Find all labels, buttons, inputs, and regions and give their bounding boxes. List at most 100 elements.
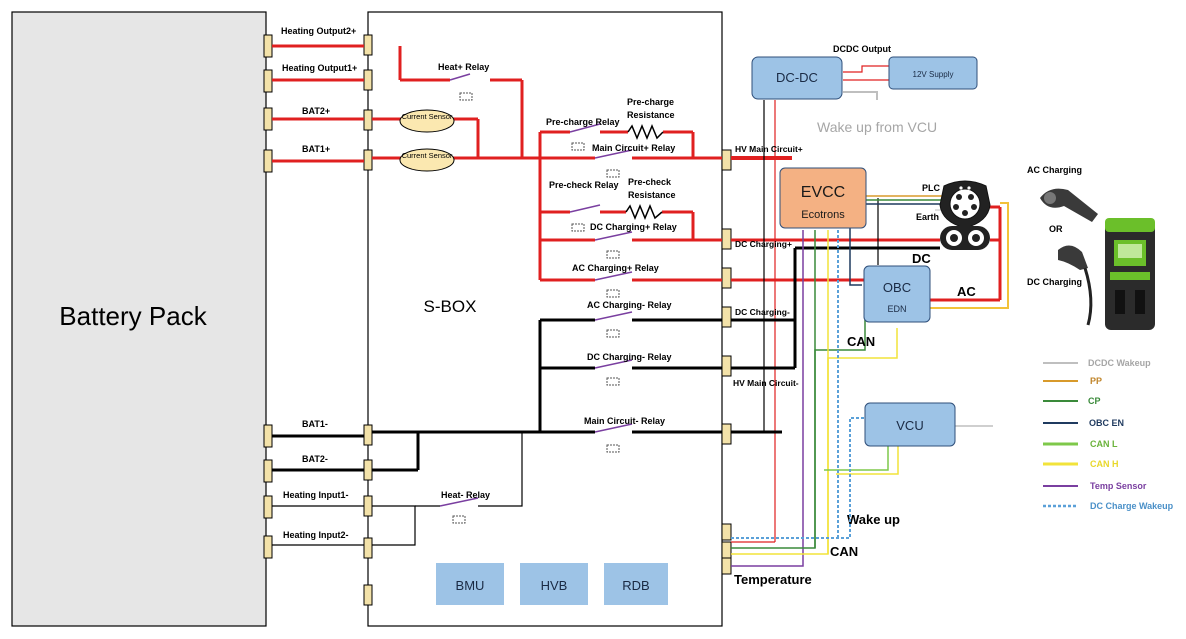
ac-charging-neg-relay-label: AC Charging- Relay xyxy=(587,300,672,310)
heating-output1-label: Heating Output1+ xyxy=(282,63,357,73)
terminal xyxy=(363,69,373,91)
legend-item: DC Charge Wakeup xyxy=(1090,501,1174,511)
dc-charger-station-icon xyxy=(1058,218,1155,330)
terminal xyxy=(721,423,732,445)
or-label: OR xyxy=(1049,224,1063,234)
terminal xyxy=(363,584,373,606)
dc-charging-neg-relay-label: DC Charging- Relay xyxy=(587,352,672,362)
terminal xyxy=(363,34,373,56)
wake-up-label: Wake up xyxy=(847,512,900,527)
supply-12v-label: 12V Supply xyxy=(913,70,954,79)
terminal xyxy=(721,355,732,377)
terminal xyxy=(263,424,273,448)
dc-label: DC xyxy=(912,251,931,266)
terminal xyxy=(721,541,732,559)
bmu-label: BMU xyxy=(456,578,485,593)
vcu-label: VCU xyxy=(896,418,923,433)
plc-label: PLC xyxy=(922,183,941,193)
terminal xyxy=(263,69,273,93)
obc-title: OBC xyxy=(883,280,911,295)
hvb-label: HVB xyxy=(541,578,568,593)
legend-item: CAN H xyxy=(1090,459,1119,469)
heating-input1-label: Heating Input1- xyxy=(283,490,349,500)
dc-charging-pos-label: DC Charging+ xyxy=(735,239,792,249)
terminal xyxy=(263,149,273,173)
hvb-block xyxy=(520,563,588,605)
ac-charging-gun-icon xyxy=(1040,188,1098,222)
legend-item: PP xyxy=(1090,376,1102,386)
obc-can-label: CAN xyxy=(847,334,875,349)
legend-item: OBC EN xyxy=(1089,418,1124,428)
hv-main-pos-label: HV Main Circuit+ xyxy=(735,144,803,154)
evcc-block xyxy=(779,167,867,229)
terminal xyxy=(263,459,273,483)
main-circuit-pos-relay-label: Main Circuit+ Relay xyxy=(592,143,675,153)
terminal xyxy=(721,523,732,541)
terminal xyxy=(363,424,373,446)
bat2-neg-label: BAT2- xyxy=(302,454,328,464)
terminal xyxy=(721,149,732,171)
legend-item: CP xyxy=(1088,396,1101,406)
dcdc-block xyxy=(751,56,843,100)
charge-inlet-icon xyxy=(939,180,991,250)
ac-charging-pos-relay-label: AC Charging+ Relay xyxy=(572,263,659,273)
current-sensor-bat1 xyxy=(399,148,455,172)
heat-neg-relay-label: Heat- Relay xyxy=(441,490,490,500)
terminal xyxy=(363,495,373,517)
sbox-label: S-BOX xyxy=(424,297,477,316)
terminal xyxy=(363,109,373,131)
bmu-block xyxy=(436,563,504,605)
precheck-relay-label: Pre-check Relay xyxy=(549,180,619,190)
current-sensor-label: Current Sensor xyxy=(402,112,453,121)
dcdc-label: DC-DC xyxy=(776,70,818,85)
rdb-label: RDB xyxy=(622,578,649,593)
terminal xyxy=(263,495,273,519)
current-sensor-label: Current Sensor xyxy=(402,151,453,160)
battery-pack-label: Battery Pack xyxy=(59,301,207,331)
ac-label: AC xyxy=(957,284,976,299)
terminal xyxy=(363,149,373,171)
vcu-block xyxy=(864,402,956,447)
obc-sub: EDN xyxy=(887,304,906,314)
main-circuit-neg-relay-label: Main Circuit- Relay xyxy=(584,416,665,426)
battery-pack-block xyxy=(11,11,267,627)
precharge-relay-label: Pre-charge Relay xyxy=(546,117,620,127)
legend: DCDC Wakeup PP CP OBC EN CAN L CAN H Tem… xyxy=(1043,358,1174,511)
dc-charging-pos-relay-label: DC Charging+ Relay xyxy=(590,222,677,232)
bat1-pos-label: BAT1+ xyxy=(302,144,330,154)
can-label: CAN xyxy=(830,544,858,559)
terminal xyxy=(263,535,273,559)
legend-item: CAN L xyxy=(1090,439,1118,449)
dcdc-output-label: DCDC Output xyxy=(833,44,891,54)
wake-from-vcu-label: Wake up from VCU xyxy=(817,119,937,135)
terminal xyxy=(263,107,273,131)
terminal xyxy=(721,557,732,575)
dc-charging-neg-label: DC Charging- xyxy=(735,307,790,317)
evcc-title: EVCC xyxy=(801,184,845,201)
ac-charging-label: AC Charging xyxy=(1027,165,1082,175)
earth-label: Earth xyxy=(916,212,939,222)
terminal xyxy=(721,306,732,328)
terminal xyxy=(363,537,373,559)
bat2-pos-label: BAT2+ xyxy=(302,106,330,116)
precharge-resistor xyxy=(627,124,664,140)
terminal xyxy=(363,459,373,481)
dc-charging-label: DC Charging xyxy=(1027,277,1082,287)
heating-output2-label: Heating Output2+ xyxy=(281,26,356,36)
bat1-neg-label: BAT1- xyxy=(302,419,328,429)
obc-block xyxy=(863,265,931,323)
temperature-label: Temperature xyxy=(734,572,812,587)
rdb-block xyxy=(604,563,668,605)
legend-item: Temp Sensor xyxy=(1090,481,1147,491)
heating-input2-label: Heating Input2- xyxy=(283,530,349,540)
legend-item: DCDC Wakeup xyxy=(1088,358,1151,368)
current-sensor-bat2 xyxy=(399,109,455,133)
supply-12v-block xyxy=(888,56,978,90)
precheck-resistor xyxy=(625,204,663,220)
hv-main-neg-label: HV Main Circuit- xyxy=(733,378,799,388)
terminal xyxy=(263,34,273,58)
terminal xyxy=(721,228,732,250)
